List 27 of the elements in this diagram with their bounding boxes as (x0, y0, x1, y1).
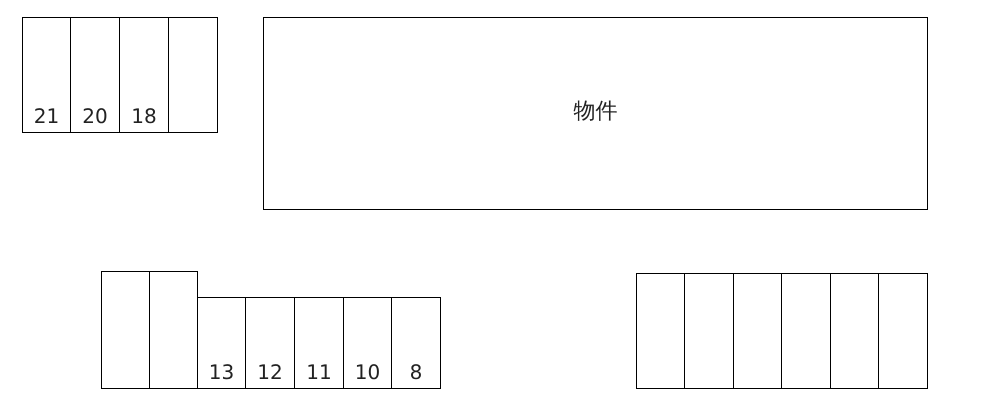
parking-space (197, 297, 246, 389)
parking-space (684, 273, 734, 389)
parking-space (22, 17, 71, 133)
space-number: 20 (82, 104, 108, 128)
building-outline (263, 17, 928, 210)
parking-space (878, 273, 928, 389)
space-number: 18 (131, 104, 157, 128)
parking-space (149, 271, 198, 389)
parking-space (636, 273, 685, 389)
parking-space (830, 273, 879, 389)
parking-space (733, 273, 782, 389)
space-number: 11 (306, 360, 332, 384)
parking-space (119, 17, 169, 133)
parking-space (391, 297, 441, 389)
space-number: 10 (354, 360, 380, 384)
parking-space (101, 271, 150, 389)
parking-space (781, 273, 831, 389)
space-number: 13 (208, 360, 234, 384)
space-number: 21 (34, 104, 60, 128)
parking-space (294, 297, 344, 389)
parking-space (70, 17, 120, 133)
space-number: 8 (410, 360, 422, 384)
parking-space (343, 297, 392, 389)
parking-space (245, 297, 295, 389)
parking-space (168, 17, 218, 133)
space-number: 12 (257, 360, 283, 384)
building-label: 物件 (574, 98, 618, 126)
